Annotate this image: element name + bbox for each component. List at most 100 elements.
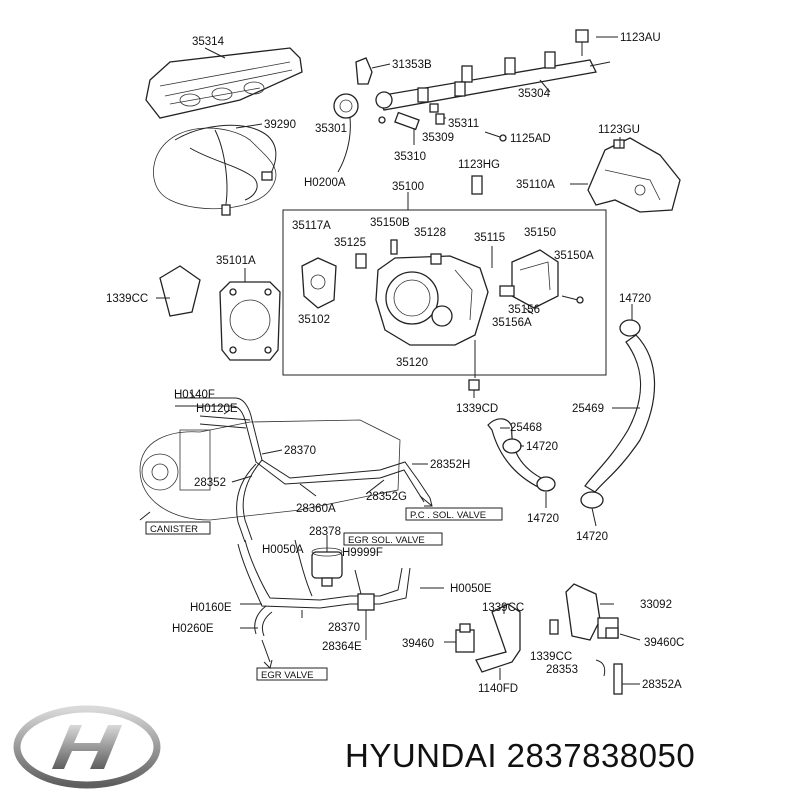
- throttle-body-box: [282, 209, 607, 376]
- bolt-35150B: [390, 239, 398, 255]
- engine-block: [139, 419, 401, 521]
- part-label: 28360A: [296, 503, 336, 515]
- egr-valve-box: [256, 667, 328, 681]
- part-label: 28352A: [642, 679, 682, 691]
- brand-part-number: HYUNDAI 2837838050: [345, 737, 696, 774]
- part-label: 1339CD: [456, 403, 498, 415]
- gasket-35101A: [219, 281, 281, 361]
- egr-sol-valve-box: [343, 532, 443, 546]
- part-label: 1339CC: [482, 602, 524, 614]
- canister-box: [145, 521, 211, 535]
- part-label: 35125: [334, 237, 366, 249]
- part-label: 35314: [192, 36, 225, 48]
- vacuum-hoses: [175, 397, 431, 637]
- throttle-body-35120: [375, 255, 489, 346]
- part-label: 1140FD: [478, 683, 518, 695]
- clip-31353B: [355, 57, 373, 85]
- plug-35128: [430, 253, 442, 265]
- part-label: 25469: [572, 403, 604, 415]
- egr-solenoid-28378: [311, 547, 343, 587]
- injector-parts: [378, 103, 445, 131]
- part-label: 35311: [448, 118, 479, 130]
- hose-28353: [595, 659, 606, 677]
- intake-cover-35314: [145, 47, 303, 119]
- bolt-1339CC: [549, 619, 559, 635]
- part-label: 28364E: [322, 641, 362, 653]
- part-label: 1339CC: [530, 651, 572, 663]
- part-label: 28370: [284, 445, 316, 457]
- part-label: 28378: [309, 526, 341, 538]
- bolt-1125AD: [484, 131, 507, 142]
- part-label: H0140F: [174, 389, 215, 401]
- part-label: 28352H: [430, 459, 470, 471]
- connector-28364E: [357, 593, 375, 611]
- part-label: 33092: [640, 599, 672, 611]
- part-label: H0200A: [304, 177, 346, 189]
- part-label: 39460: [402, 638, 434, 650]
- part-label: 35150: [524, 227, 556, 239]
- part-label: 35110A: [516, 179, 555, 191]
- screw-35125: [355, 253, 367, 269]
- pc-sol-valve-box: [405, 507, 503, 521]
- part-label: 35301: [315, 123, 347, 135]
- part-label: H9999F: [342, 547, 383, 559]
- plate-1339CC: [156, 265, 201, 317]
- part-label: 35156: [508, 304, 540, 316]
- pc-sol-valve-label: P.C . SOL. VALVE: [410, 510, 486, 521]
- part-label: 1123GU: [598, 124, 640, 136]
- hyundai-logo-icon: [13, 705, 161, 789]
- part-label: 14720: [527, 513, 559, 525]
- part-label: 39460C: [644, 637, 684, 649]
- gasket-35156: [499, 285, 515, 297]
- part-label: 1125AD: [510, 133, 551, 145]
- wiring-harness-39290: [153, 124, 277, 216]
- part-label: H0160E: [190, 602, 232, 614]
- fuel-rail-35304: [375, 29, 611, 111]
- part-label: 35120: [396, 357, 428, 369]
- part-label: 35150A: [554, 250, 594, 262]
- part-label: H0050E: [450, 583, 492, 595]
- part-label: 25468: [510, 422, 542, 434]
- part-label: 35310: [394, 151, 426, 163]
- part-label: 31353B: [392, 59, 432, 71]
- part-label: 35128: [414, 227, 446, 239]
- bolt-1123HG: [471, 175, 483, 195]
- hose-25469: [580, 319, 656, 509]
- part-label: 35102: [298, 314, 330, 326]
- part-label: 28353: [546, 664, 578, 676]
- egr-sol-valve-label: EGR SOL. VALVE: [348, 535, 425, 546]
- sensor-35102: [301, 257, 337, 309]
- egr-valve-label: EGR VALVE: [261, 670, 313, 681]
- part-label: H0120E: [196, 403, 238, 415]
- part-label: 28352: [194, 477, 226, 489]
- part-label: 35309: [422, 132, 454, 144]
- part-label: 1123AU: [620, 32, 661, 44]
- part-label: 35117A: [292, 220, 331, 232]
- part-label: H0260E: [172, 623, 214, 635]
- hose-28352A: [613, 663, 623, 695]
- canister-label: CANISTER: [150, 524, 198, 535]
- part-label: 35156A: [492, 317, 532, 329]
- idle-valve-35150: [511, 249, 559, 309]
- part-label: 35101A: [216, 255, 256, 267]
- screw-35150A: [561, 295, 584, 304]
- part-label: 14720: [526, 441, 558, 453]
- part-label: 35304: [518, 88, 551, 100]
- part-label: 28352G: [366, 491, 407, 503]
- bracket-35110A: [587, 137, 681, 213]
- fuel-pressure-regulator-35301: [333, 93, 359, 119]
- part-label: 14720: [619, 293, 651, 305]
- part-label: 35100: [392, 181, 424, 193]
- part-label: 1123HG: [458, 159, 500, 171]
- part-label: 35150B: [370, 217, 410, 229]
- part-label: H0050A: [262, 544, 304, 556]
- hose-25468: [487, 418, 556, 492]
- part-label: 35115: [474, 232, 505, 244]
- part-label: 1339CC: [106, 293, 148, 305]
- part-label: 28370: [328, 622, 360, 634]
- part-label: 39290: [264, 119, 296, 131]
- bracket-33092: [565, 583, 619, 641]
- bracket-1140FD: [455, 603, 521, 673]
- part-label: 14720: [576, 531, 608, 543]
